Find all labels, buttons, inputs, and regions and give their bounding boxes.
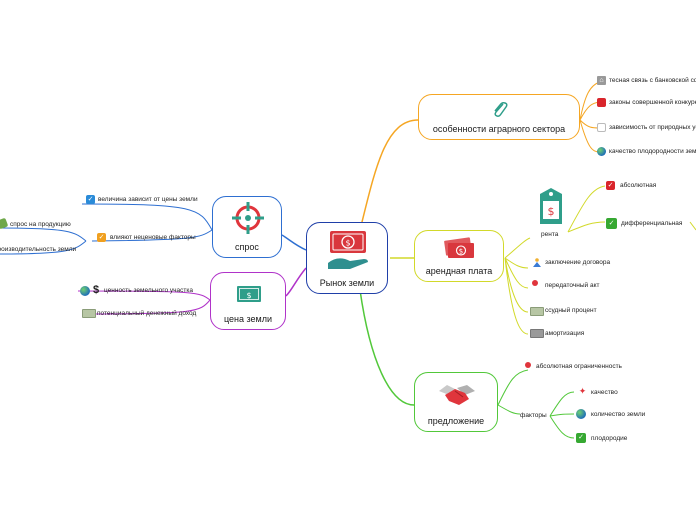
handshake-icon: [439, 385, 475, 405]
svg-text:$: $: [345, 239, 350, 248]
connector-agrarian: [359, 119, 419, 231]
connector-rent-items: [504, 237, 531, 335]
paperclip-icon: [494, 102, 508, 117]
rente-item-1-label: дифференциальная: [621, 220, 683, 227]
rent-item-0-label: заключение договора: [545, 259, 611, 266]
central-label: Рынок земли: [319, 278, 375, 288]
connector-supply: [359, 289, 415, 406]
target-icon: [232, 202, 264, 234]
check-icon: ✓: [97, 233, 106, 242]
agrarian-item-0-label: тесная связь с банковской сферой: [609, 77, 696, 84]
central-node[interactable]: $ Рынок земли: [306, 222, 388, 294]
globe-icon: [597, 147, 606, 156]
node-agrarian[interactable]: особенности аграрного сектора: [418, 94, 580, 140]
node-supply-label: предложение: [427, 416, 485, 426]
rent-item-2-label: ссудный процент: [545, 307, 597, 314]
connector-demand-items: [81, 203, 213, 242]
connector-rente-items: [567, 185, 696, 233]
check-icon: ✓: [606, 218, 617, 229]
demand-far-item-1-label: производительность земли: [0, 246, 77, 253]
pin-icon: [532, 280, 538, 286]
bank-icon: ⌂: [597, 76, 606, 85]
node-price[interactable]: $ цена земли: [210, 272, 286, 330]
rente-item-0-label: абсолютная: [620, 182, 657, 189]
agrarian-item-1-label: законы совершенной конкуренции: [609, 99, 696, 106]
price-tag-icon: $: [540, 188, 562, 224]
node-agrarian-label: особенности аграрного сектора: [432, 124, 566, 134]
price-item-0-label: ценность земельного участка: [104, 287, 193, 294]
check-icon: ✓: [576, 433, 586, 443]
svg-text:$: $: [246, 291, 251, 300]
demand-item-1-label: влияют неценовые факторы: [110, 234, 196, 241]
connector-price-items: [77, 290, 211, 315]
demand-item-0-label: величина зависит от цены земли: [98, 196, 198, 203]
book-icon: [597, 98, 606, 107]
person-icon: [533, 258, 541, 267]
connector-demand-far: [0, 227, 87, 255]
node-rent-label: арендная плата: [425, 266, 493, 276]
connector-factors: [549, 391, 575, 439]
globe-dollar-icon: [80, 286, 90, 296]
bill-icon: [530, 307, 544, 316]
check-icon: ✓: [86, 195, 95, 204]
connector-demand: [281, 234, 307, 251]
node-price-label: цена земли: [223, 314, 273, 324]
factor-item-1-label: количество земли: [591, 411, 646, 418]
money-hand-icon: $: [328, 231, 368, 269]
rent-item-1-label: передаточный акт: [545, 282, 600, 289]
rent-sub-rente-label: рента: [541, 231, 559, 238]
node-demand[interactable]: спрос: [212, 196, 282, 258]
supply-item-0-label: абсолютная ограниченность: [536, 363, 622, 370]
agrarian-item-2-label: зависимость от природных условий: [609, 124, 696, 131]
price-item-1-label: потенциальный денежный доход: [97, 310, 197, 317]
agrarian-item-3-label: качество плодородности земли: [609, 148, 696, 155]
bill-icon: $: [237, 286, 261, 302]
pushpin-icon: ✦: [578, 386, 587, 396]
connector-supply-items: [497, 369, 529, 415]
check-icon: ✓: [606, 181, 615, 190]
svg-text:$: $: [459, 248, 463, 256]
bill-icon: [530, 329, 544, 338]
pin-icon: [525, 362, 531, 368]
money-stack-icon: $: [444, 237, 474, 258]
rent-item-3-label: амортизация: [545, 330, 585, 337]
supply-factors-label[interactable]: факторы: [520, 412, 547, 419]
factor-item-0-label: качество: [591, 389, 618, 396]
node-rent[interactable]: $ арендная плата: [414, 230, 504, 282]
dollar-glyph: $: [93, 284, 100, 296]
node-supply[interactable]: предложение: [414, 372, 498, 432]
bill-icon: [82, 309, 96, 318]
factor-item-2-label: плодородие: [591, 435, 628, 442]
demand-far-item-0-label: спрос на продукцию: [10, 221, 71, 228]
connector-price: [285, 267, 307, 297]
svg-text:$: $: [548, 205, 555, 218]
node-demand-label: спрос: [235, 242, 259, 252]
pentagon-icon: [597, 123, 606, 132]
globe-icon: [576, 409, 586, 419]
connector-agrarian-items: [579, 81, 601, 153]
